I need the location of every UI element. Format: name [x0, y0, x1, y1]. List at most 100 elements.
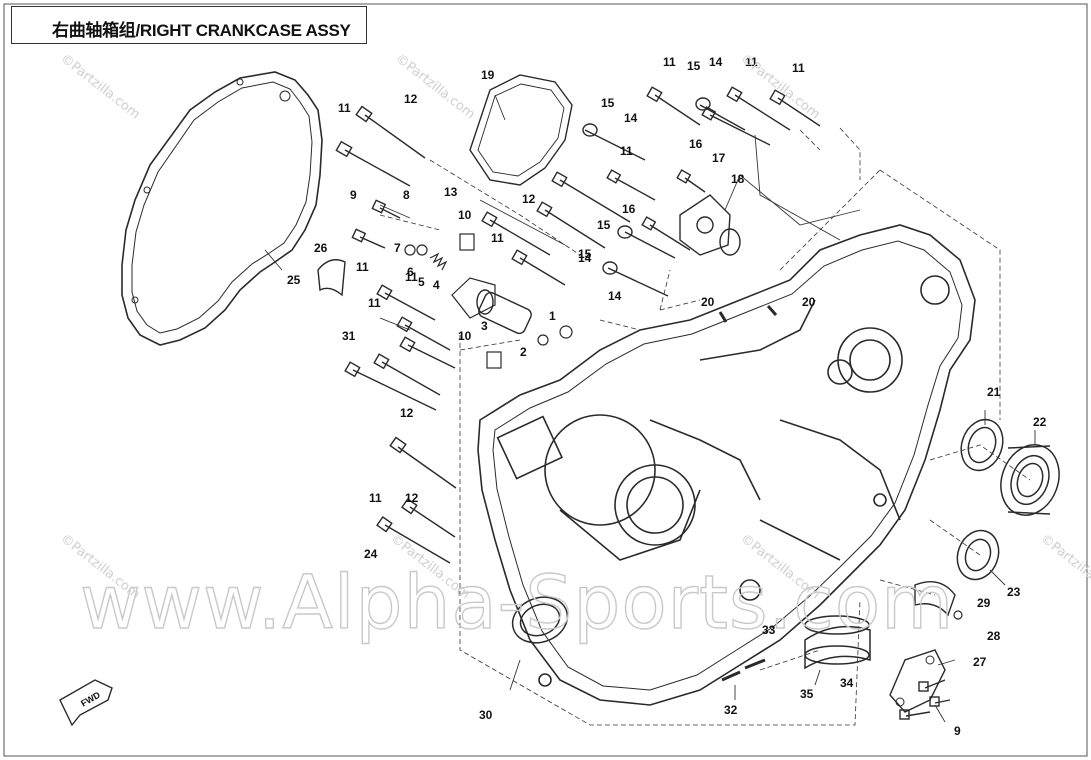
cover-gasket: [469, 74, 573, 186]
callout-32: 32: [724, 703, 738, 717]
callout-11: 11: [620, 144, 633, 158]
callout-26: 26: [314, 241, 328, 255]
callout-29: 29: [977, 596, 991, 610]
title-box: 右曲轴箱组/RIGHT CRANKCASE ASSY: [11, 6, 367, 44]
callout-12: 12: [522, 192, 536, 206]
leader-lines: [264, 94, 1036, 723]
callout-14: 14: [578, 251, 592, 265]
thrust-washer-26: [317, 259, 346, 297]
callout-28: 28: [987, 629, 1001, 643]
right-crankcase-body: [477, 224, 976, 706]
callout-12: 12: [400, 406, 414, 420]
callout-20: 20: [701, 295, 715, 309]
outer-border: [3, 3, 1088, 757]
diagram-title: 右曲轴箱组/RIGHT CRANKCASE ASSY: [52, 21, 351, 40]
callout-11: 11: [491, 231, 504, 245]
callout-11: 11: [368, 296, 381, 310]
callout-22: 22: [1033, 415, 1047, 429]
spring-5: [429, 252, 448, 271]
callout-14: 14: [608, 289, 622, 303]
callout-17: 17: [712, 151, 726, 165]
washer-6: [416, 244, 428, 256]
thrust-washer-29: [914, 581, 956, 617]
bearing-23: [956, 529, 1000, 581]
callout-4: 4: [433, 278, 440, 292]
callout-15: 15: [578, 247, 592, 261]
callout-15: 15: [597, 218, 611, 232]
pin-20a: [718, 311, 728, 323]
pin-33: [744, 658, 766, 670]
callout-12: 12: [404, 92, 418, 106]
callout-11: 11: [792, 61, 805, 75]
oil-seal-30: [511, 596, 569, 644]
callout-18: 18: [731, 172, 745, 186]
o-ring-18: [719, 228, 741, 256]
callout-24: 24: [364, 547, 378, 561]
callout-20: 20: [802, 295, 816, 309]
pin-32: [721, 670, 741, 682]
callout-9: 9: [350, 188, 357, 202]
washer-28: [953, 610, 963, 620]
pump-cover-17: [679, 194, 731, 256]
callout-16: 16: [622, 202, 636, 216]
filter-1: [559, 325, 573, 339]
callout-13: 13: [444, 185, 458, 199]
callout-11: 11: [663, 55, 676, 69]
callout-27: 27: [973, 655, 987, 669]
callout-5: 5: [418, 275, 425, 289]
callout-14: 14: [624, 111, 638, 125]
callout-10: 10: [458, 208, 472, 222]
callout-1: 1: [549, 309, 556, 323]
bolt-group: [335, 86, 951, 720]
callout-2: 2: [520, 345, 527, 359]
callout-11: 11: [369, 491, 382, 505]
callout-33: 33: [762, 623, 776, 637]
assembly-lines: [379, 127, 1031, 726]
gasket-4: [451, 277, 496, 319]
partzilla-marks: ©Partzilla.com ©Partzilla.com ©Partzilla.c…: [58, 51, 1091, 602]
callout-11: 11: [745, 55, 758, 69]
partzilla-mark: ©Partzilla.com: [1038, 531, 1091, 602]
callout-8: 8: [403, 188, 410, 202]
callout-19: 19: [481, 68, 495, 82]
callout-11: 11: [405, 270, 418, 284]
callout-15: 15: [687, 59, 701, 73]
circlip-7: [404, 244, 416, 256]
bushing-34-35: [804, 615, 871, 670]
callout-15: 15: [601, 96, 615, 110]
callout-23: 23: [1007, 585, 1021, 599]
callout-11: 11: [338, 101, 351, 115]
plate-27: [889, 649, 946, 713]
partzilla-mark: ©Partzilla.com: [738, 51, 823, 122]
callout-9: 9: [954, 724, 961, 738]
callout-11: 11: [356, 260, 369, 274]
callout-14: 14: [709, 55, 723, 69]
callout-10: 10: [458, 329, 472, 343]
washer-2: [537, 334, 549, 346]
oil-seal-21: [960, 418, 1004, 472]
fwd-arrow: FWD: [59, 679, 113, 727]
pin-20b: [766, 305, 778, 316]
dowel-10a: [459, 233, 475, 251]
callout-25: 25: [287, 273, 301, 287]
callout-7: 7: [394, 241, 401, 255]
callout-3: 3: [481, 319, 488, 333]
watermark-text: www.Alpha-Sports.com: [80, 560, 954, 646]
dowel-10b: [486, 351, 502, 369]
callout-12: 12: [405, 491, 419, 505]
partzilla-mark: ©Partzilla.com: [393, 51, 478, 122]
partzilla-mark: ©Partzilla.com: [58, 51, 143, 122]
callout-35: 35: [800, 687, 814, 701]
callout-6: 6: [407, 265, 414, 279]
oil-pump-3: [476, 289, 532, 335]
bearing-22: [1000, 444, 1060, 516]
crankcase-gasket: [121, 71, 323, 346]
callout-30: 30: [479, 708, 493, 722]
callout-34: 34: [840, 676, 854, 690]
callout-31: 31: [342, 329, 356, 343]
callout-16: 16: [689, 137, 703, 151]
callout-21: 21: [987, 385, 1001, 399]
